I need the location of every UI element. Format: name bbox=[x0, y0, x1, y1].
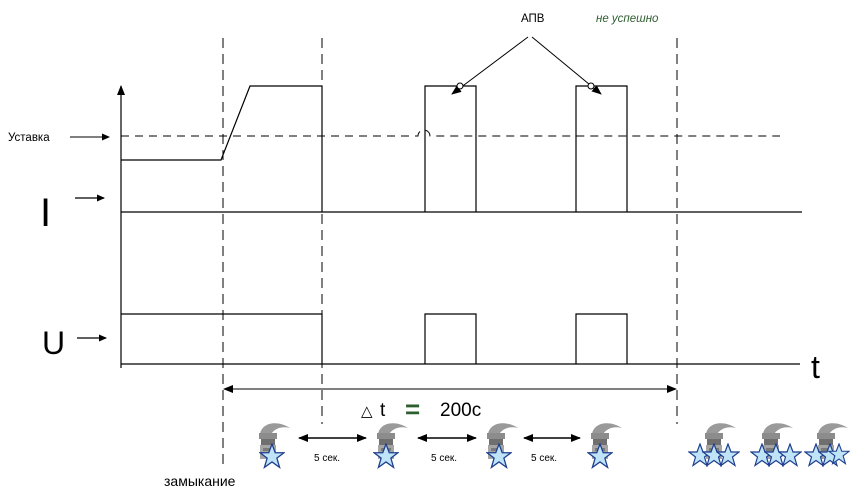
star-icon bbox=[373, 443, 399, 469]
current-label: I bbox=[40, 191, 51, 235]
apv-arrow-first bbox=[451, 36, 529, 95]
voltage-label: U bbox=[42, 325, 65, 361]
voltage-waveform bbox=[121, 313, 628, 364]
interval-label-2: 5 сек. bbox=[431, 453, 457, 464]
setpoint-line bbox=[121, 129, 780, 137]
apv-label: АПВ bbox=[521, 13, 545, 25]
delta-t-value: 200с bbox=[440, 400, 481, 421]
delta-symbol: △ bbox=[361, 403, 373, 420]
setpoint-label: Уставка bbox=[8, 132, 50, 144]
not-successful-label: не успешно bbox=[596, 13, 659, 25]
interval-label-1: 5 сек. bbox=[314, 453, 340, 464]
delta-t-label: t bbox=[380, 400, 386, 421]
equals-sign: = bbox=[405, 394, 420, 424]
star-icon bbox=[587, 443, 613, 469]
interval-label-3: 5 сек. bbox=[531, 453, 557, 464]
fault-label: замыкание bbox=[164, 473, 236, 489]
current-waveform bbox=[121, 85, 628, 212]
apv-point-first bbox=[456, 82, 464, 90]
time-axis-label: t bbox=[811, 349, 820, 385]
apv-point-second bbox=[587, 82, 595, 90]
